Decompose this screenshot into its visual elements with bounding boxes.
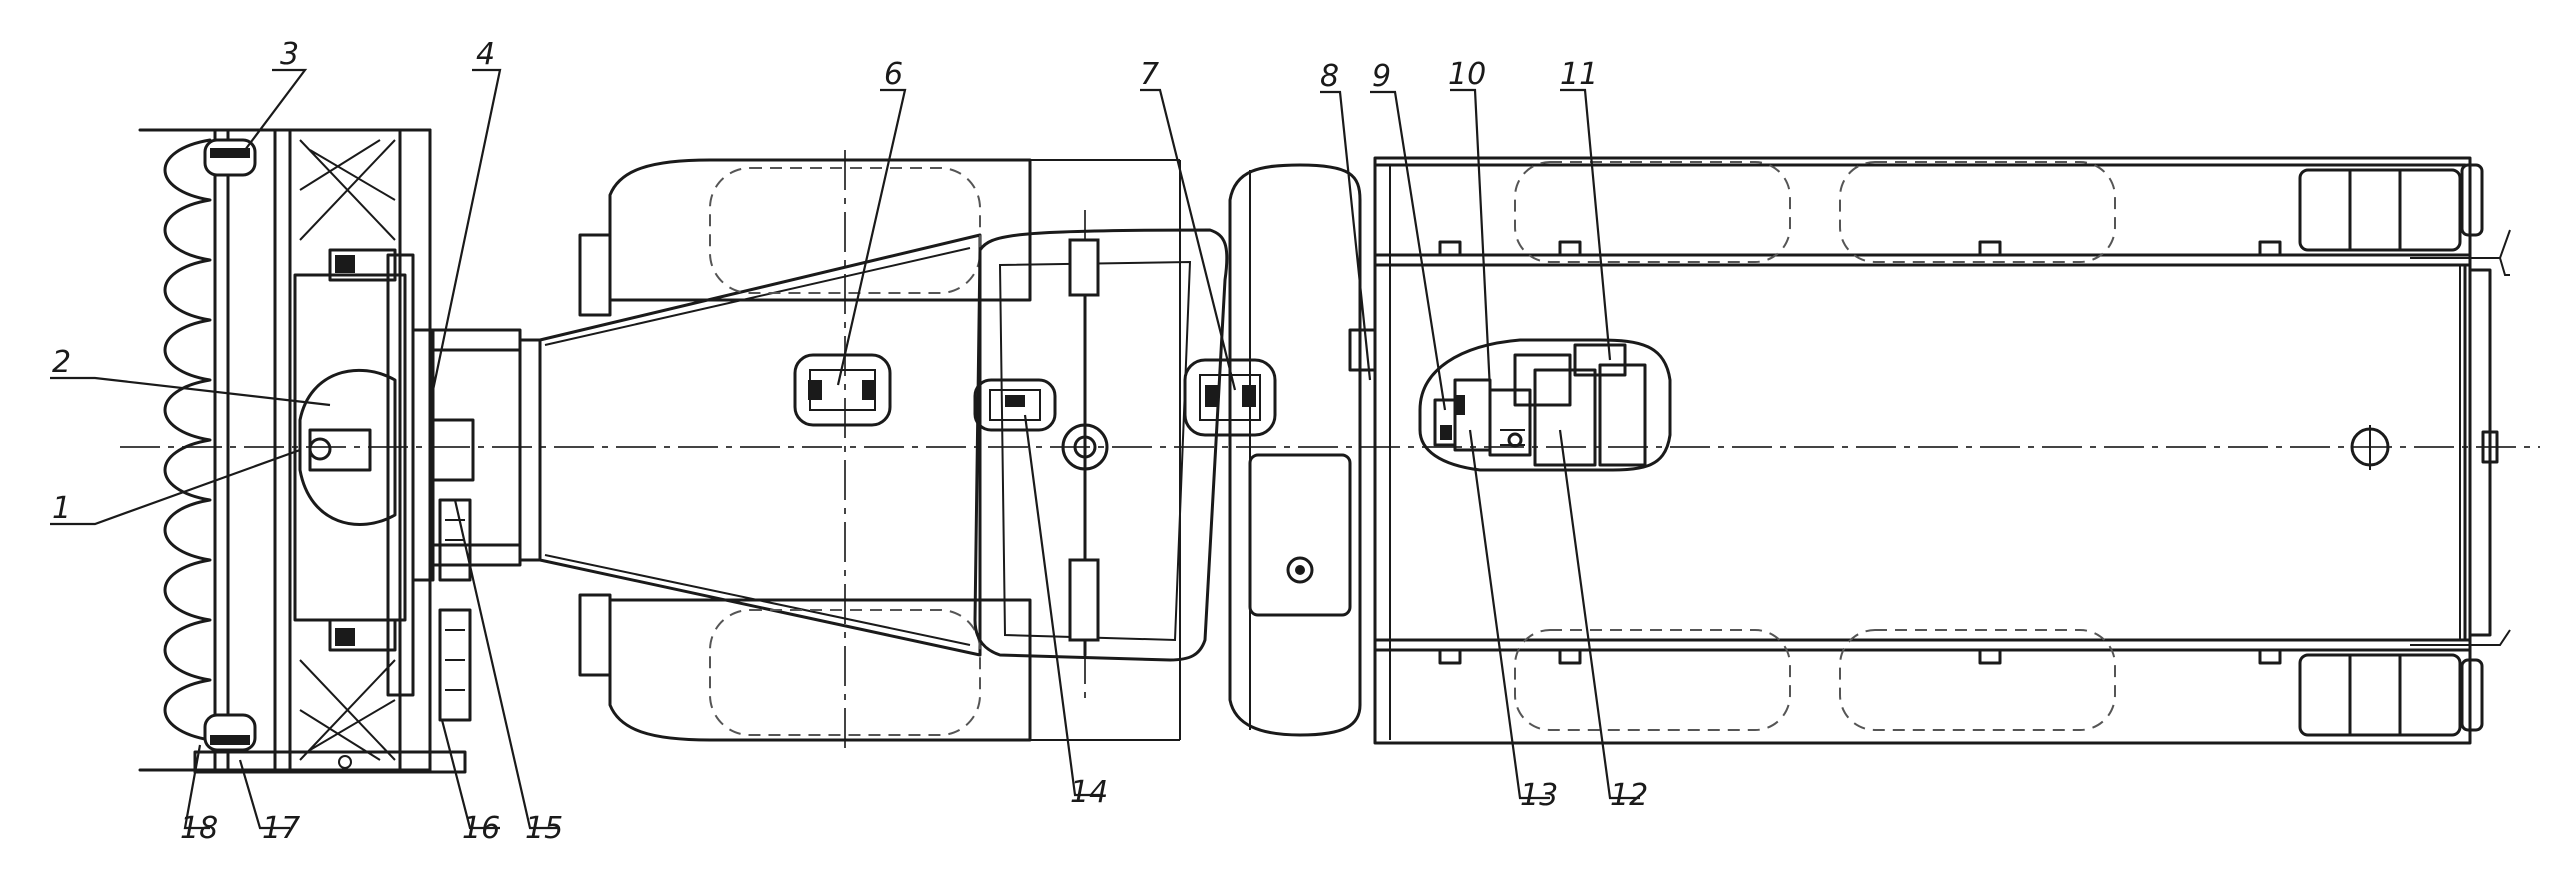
- callout-9: 9: [1372, 59, 1391, 94]
- callout-11: 11: [1560, 57, 1598, 92]
- callout-15: 15: [525, 811, 563, 846]
- rear-platform: [1373, 156, 2511, 745]
- callouts: 1 2 3 4 6 7 8 9 10 11 12 13 14 15 16 17 …: [52, 37, 1648, 846]
- tractor-front: [538, 158, 1229, 742]
- callout-7: 7: [1140, 57, 1159, 92]
- callout-14: 14: [1070, 775, 1108, 810]
- callout-18: 18: [180, 811, 218, 846]
- callout-17: 17: [262, 811, 300, 846]
- callout-4: 4: [476, 37, 495, 72]
- callout-2: 2: [52, 345, 71, 380]
- auger-head: [138, 128, 467, 774]
- callout-16: 16: [462, 811, 500, 846]
- articulation-joint: [1183, 163, 1377, 737]
- callout-10: 10: [1448, 57, 1486, 92]
- callout-13: 13: [1520, 778, 1558, 813]
- coupling-frame: [431, 328, 542, 722]
- callout-12: 12: [1610, 778, 1648, 813]
- callout-3: 3: [280, 37, 299, 72]
- leader-lines: [50, 68, 1640, 830]
- callout-6: 6: [884, 57, 903, 92]
- callout-1: 1: [52, 491, 71, 526]
- callout-8: 8: [1320, 59, 1339, 94]
